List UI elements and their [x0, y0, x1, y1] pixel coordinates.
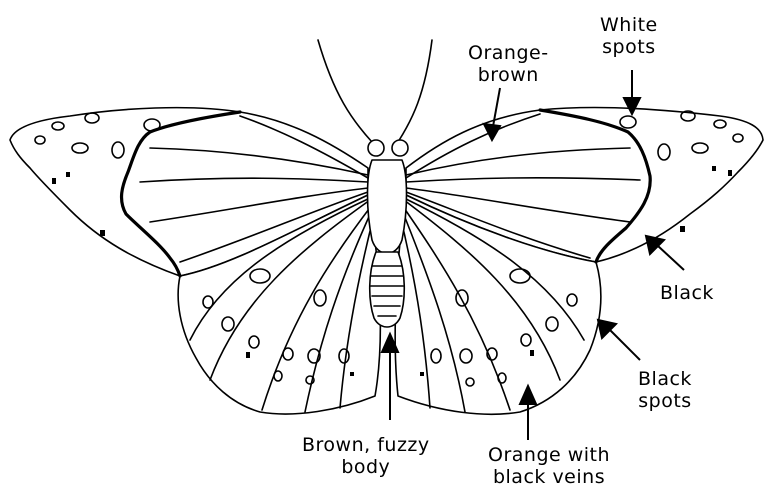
label-white-spots-line1: White	[600, 14, 658, 36]
right-eye	[392, 140, 408, 156]
black-spots-pointer	[610, 330, 640, 360]
label-black-spots-line1: Black	[638, 368, 692, 390]
label-orange-brown: Orange- brown	[468, 42, 549, 86]
label-body: Brown, fuzzy body	[302, 434, 430, 478]
label-orange-brown-line2: brown	[468, 64, 549, 86]
butterfly-illustration	[10, 40, 763, 414]
black-pointer	[658, 246, 684, 270]
label-orange-veins: Orange with black veins	[488, 444, 610, 488]
label-black-spots: Black spots	[638, 368, 692, 412]
label-black-line1: Black	[660, 282, 714, 304]
label-white-spots-line2: spots	[600, 36, 658, 58]
left-antenna	[318, 40, 372, 142]
label-black-spots-line2: spots	[638, 390, 692, 412]
label-black: Black	[660, 282, 714, 304]
label-orange-brown-line1: Orange-	[468, 42, 549, 64]
left-eye	[368, 140, 384, 156]
right-antenna	[398, 40, 432, 142]
label-orange-veins-line2: black veins	[488, 466, 610, 488]
label-body-line2: body	[302, 456, 430, 478]
label-white-spots: White spots	[600, 14, 658, 58]
label-orange-veins-line1: Orange with	[488, 444, 610, 466]
label-body-line1: Brown, fuzzy	[302, 434, 430, 456]
thorax	[368, 160, 407, 254]
